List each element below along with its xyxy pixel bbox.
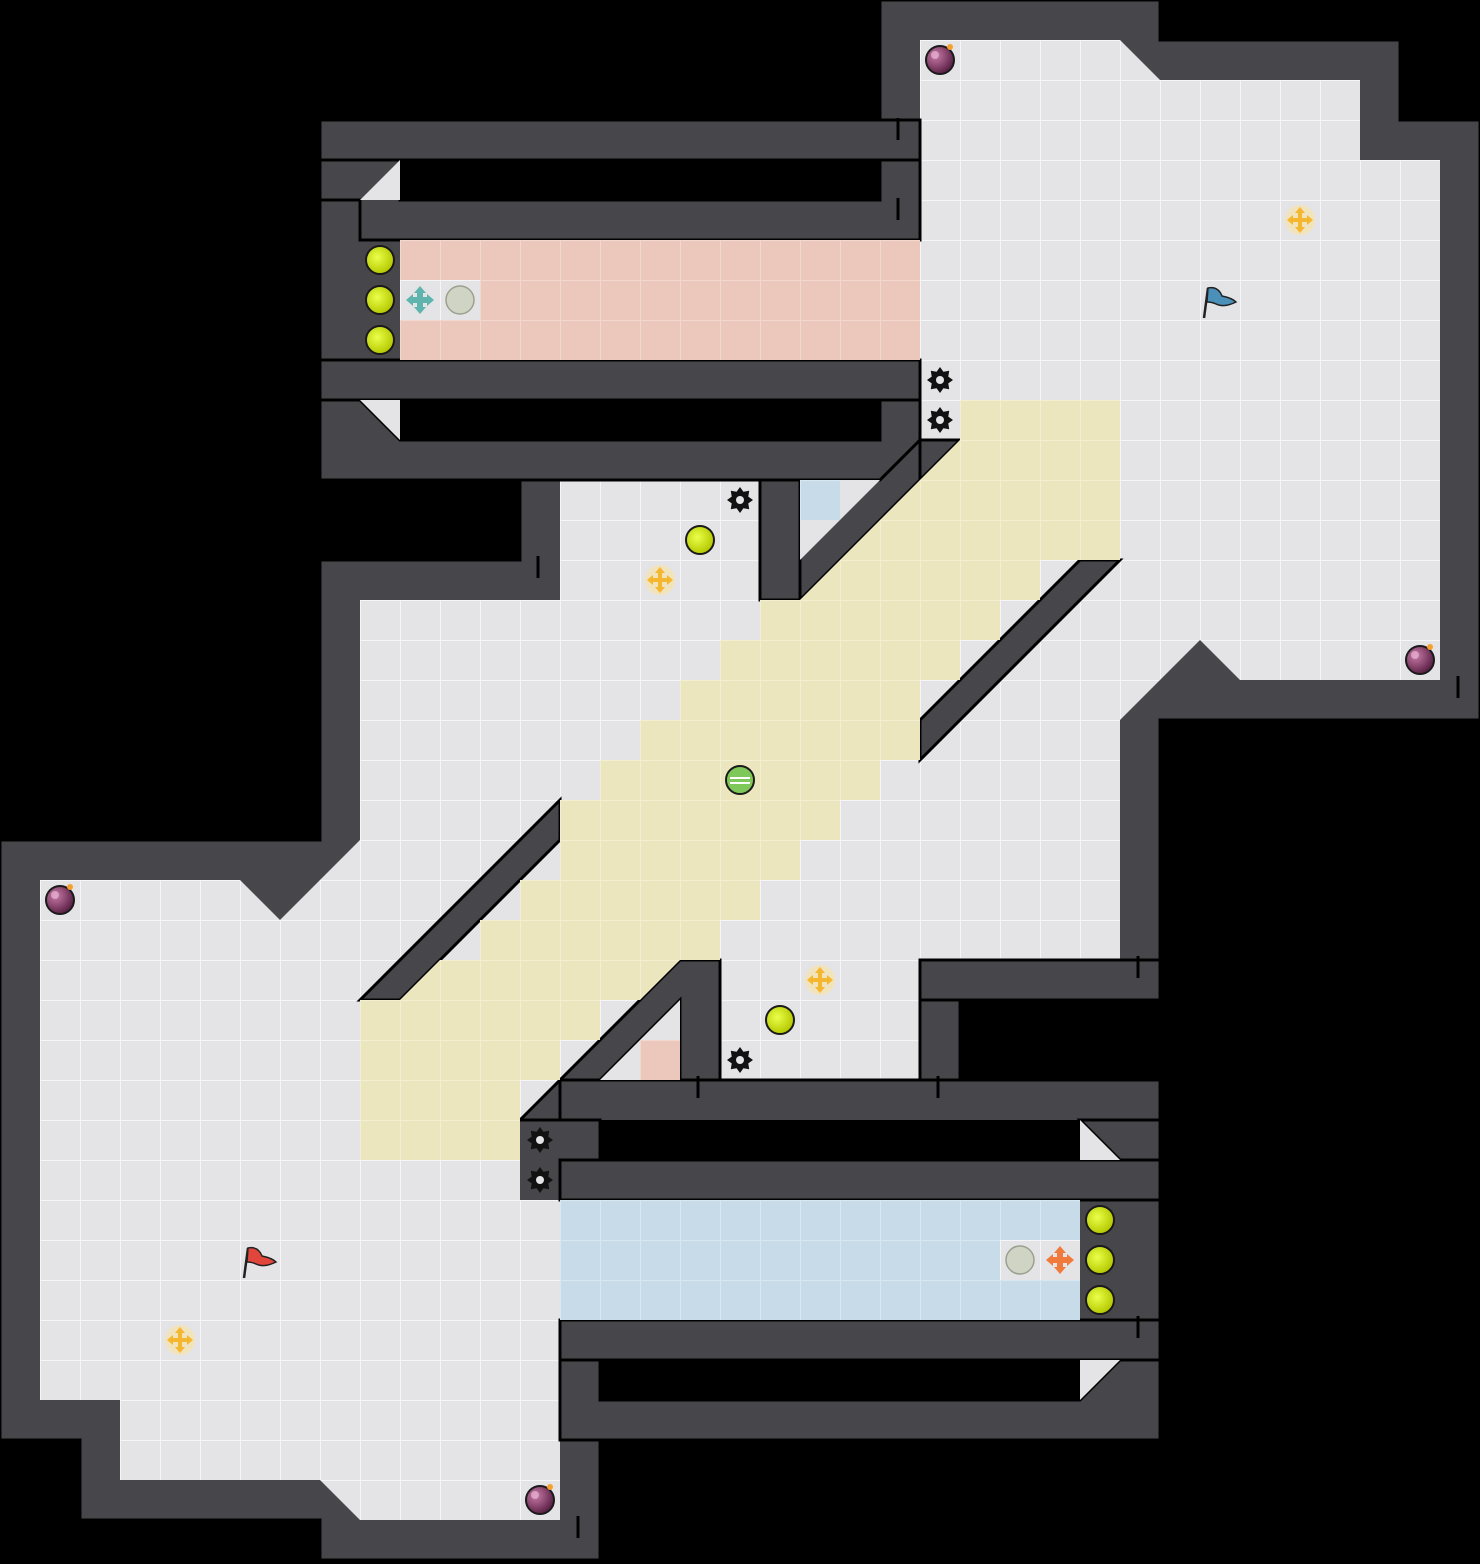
yellow-ball-icon bbox=[365, 325, 395, 355]
bomb-icon bbox=[45, 884, 75, 915]
void-slots bbox=[360, 160, 1160, 1400]
spike-icon bbox=[527, 1127, 553, 1153]
spike-icon bbox=[727, 487, 753, 513]
yellow-ball-icon bbox=[365, 285, 395, 315]
powerup-icon bbox=[165, 1325, 195, 1355]
spike-icon bbox=[927, 367, 953, 393]
yellow-ball-icon bbox=[1085, 1285, 1115, 1315]
yellow-ball-icon bbox=[685, 525, 715, 555]
bomb-icon bbox=[525, 1484, 555, 1515]
blue-flag-icon bbox=[1202, 286, 1238, 319]
spike-icon bbox=[727, 1047, 753, 1073]
powerup-icon bbox=[645, 565, 675, 595]
yellow-ball-icon bbox=[1085, 1245, 1115, 1275]
yellow-ball-icon bbox=[765, 1005, 795, 1035]
spike-icon bbox=[927, 407, 953, 433]
objects bbox=[45, 44, 1435, 1515]
powerup-icon bbox=[1285, 205, 1315, 235]
spike-icon bbox=[527, 1167, 553, 1193]
portal-icon bbox=[445, 285, 475, 315]
teal-spawn-icon bbox=[406, 286, 434, 314]
center-ball-icon bbox=[725, 765, 755, 795]
orange-spawn-icon bbox=[1046, 1246, 1074, 1274]
portal-icon bbox=[1005, 1245, 1035, 1275]
bomb-icon bbox=[1405, 644, 1435, 675]
powerup-icon bbox=[805, 965, 835, 995]
red-team-zone bbox=[400, 240, 920, 1080]
yellow-ball-icon bbox=[1085, 1205, 1115, 1235]
red-flag-icon bbox=[242, 1246, 278, 1279]
yellow-ball-icon bbox=[365, 245, 395, 275]
gate-marks bbox=[536, 118, 1460, 1538]
bomb-icon bbox=[925, 44, 955, 75]
